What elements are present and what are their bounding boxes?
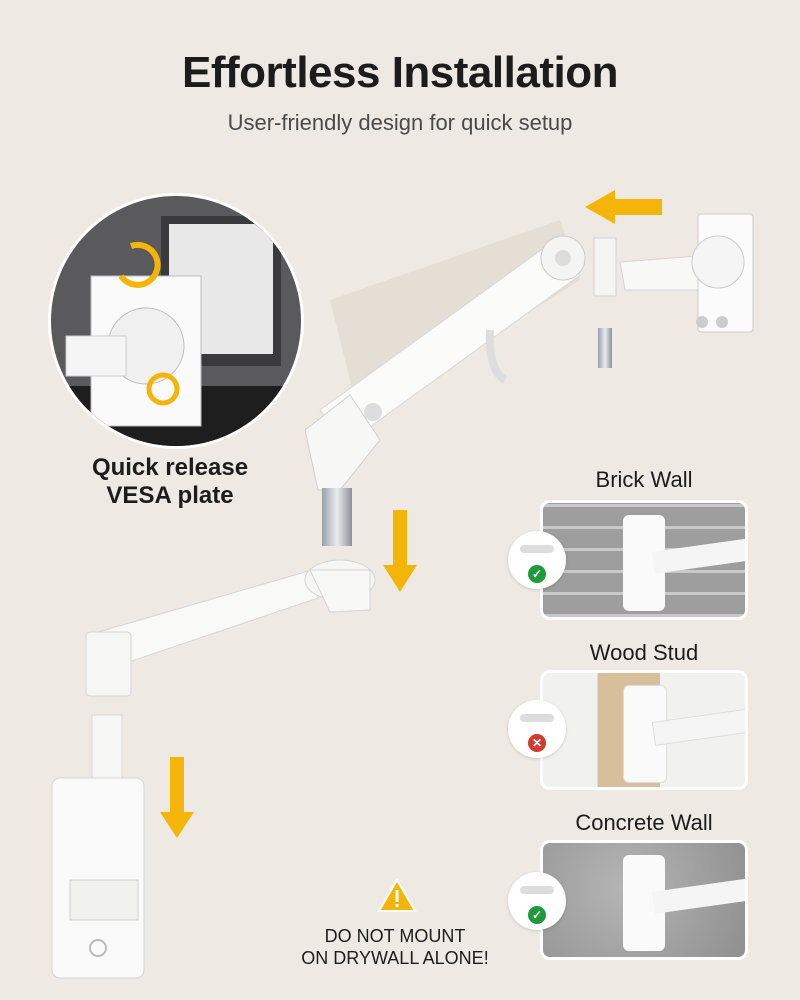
page-title: Effortless Installation — [182, 48, 618, 97]
wall-anchor-icon — [520, 545, 554, 553]
drywall-warning: DO NOT MOUNT ON DRYWALL ALONE! — [270, 925, 520, 969]
arrow-icons — [160, 190, 662, 838]
anchor-badge-concrete: ✓ — [508, 872, 566, 930]
page-subtitle: User-friendly design for quick setup — [227, 110, 573, 135]
warning-line1: DO NOT MOUNT — [324, 926, 466, 946]
concrete-wall-panel — [540, 840, 748, 960]
brick-wall-panel — [540, 500, 748, 620]
anchor-badge-wood: ✕ — [508, 700, 566, 758]
inset-caption-line1: Quick release — [91, 454, 249, 481]
wall-label-brick: Brick Wall — [595, 467, 693, 492]
wall-label-wood: Wood Stud — [589, 640, 699, 665]
check-icon: ✓ — [528, 565, 546, 583]
cross-icon: ✕ — [528, 734, 546, 752]
wood-stud-panel — [540, 670, 748, 790]
vesa-plate-inset — [48, 193, 304, 449]
wall-label-concrete: Concrete Wall — [575, 810, 713, 835]
anchor-badge-brick: ✓ — [508, 531, 566, 589]
check-icon: ✓ — [528, 906, 546, 924]
inset-caption-line2: VESA plate — [106, 482, 234, 509]
warning-line2: ON DRYWALL ALONE! — [301, 948, 489, 968]
warning-triangle-icon — [377, 878, 417, 912]
wall-anchor-icon — [520, 714, 554, 722]
wall-anchor-icon — [520, 886, 554, 894]
